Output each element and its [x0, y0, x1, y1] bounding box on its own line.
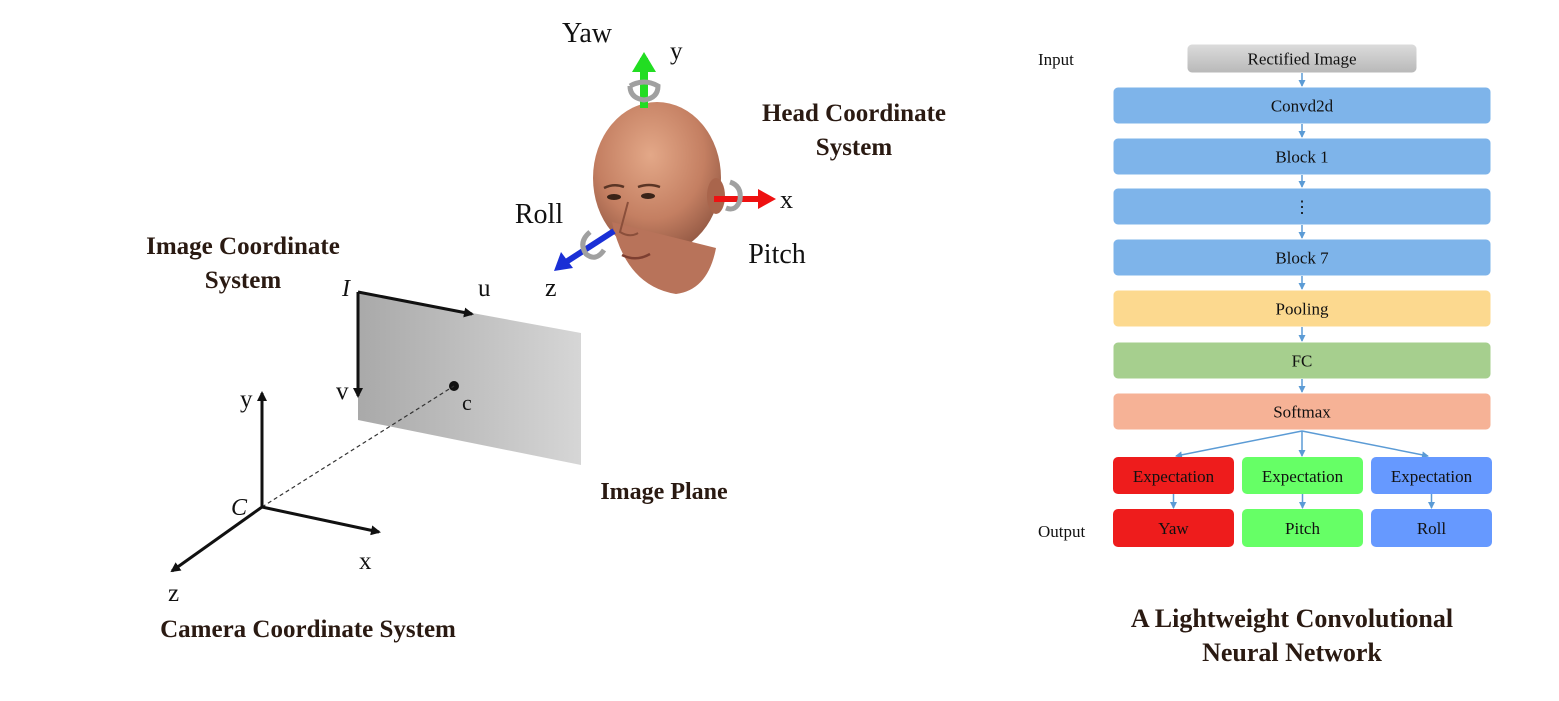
network-block-label: Softmax	[1273, 403, 1331, 422]
image-u-label: u	[478, 275, 491, 302]
network-block-3: ⋮	[1112, 187, 1492, 239]
camera-z-axis	[170, 505, 263, 573]
image-plane	[358, 292, 581, 465]
network-title-line-2: Neural Network	[1202, 638, 1382, 667]
network-block-6: FC	[1112, 341, 1492, 393]
image-plane-label: Image Plane	[600, 479, 728, 505]
yaw-rotation-icon	[627, 79, 661, 103]
network-block-label: Pooling	[1276, 300, 1329, 319]
network-title-line-1: A Lightweight Convolutional	[1131, 604, 1453, 633]
network-block-7: Softmax	[1112, 392, 1492, 431]
image-coordinate-system-label-2: System	[205, 267, 282, 294]
network-block-label: Block 7	[1275, 249, 1329, 268]
output-label-2: Roll	[1417, 519, 1447, 538]
expectation-block-2: Expectation	[1371, 457, 1492, 509]
camera-x-label: x	[359, 548, 372, 575]
output-label: Output	[1038, 522, 1086, 541]
network-block-5: Pooling	[1112, 289, 1492, 342]
output-box	[1371, 509, 1492, 547]
pitch-label: Pitch	[748, 239, 806, 270]
network-block-label: ⋮	[1294, 198, 1311, 217]
expectation-box	[1371, 457, 1492, 494]
yaw-label: Yaw	[562, 18, 613, 49]
head-y-label: y	[670, 38, 683, 65]
roll-label: Roll	[515, 199, 563, 230]
input-label: Input	[1038, 50, 1074, 69]
image-u-axis	[357, 290, 474, 318]
expectation-label: Expectation	[1391, 467, 1473, 486]
projection-ray	[261, 385, 455, 508]
head-eye-right	[641, 193, 655, 199]
image-v-label: v	[336, 378, 349, 405]
image-origin-label: I	[341, 276, 351, 302]
head-eye-left	[607, 194, 621, 200]
head-eyebrows	[603, 183, 661, 190]
softmax-to-expectation-1	[1175, 430, 1303, 459]
principal-point-label: c	[462, 390, 472, 415]
camera-origin-label: C	[231, 495, 248, 521]
network-block-1: Convd2d	[1112, 86, 1492, 138]
network-block-box	[1112, 392, 1492, 431]
head-jaw	[612, 222, 716, 294]
head-y-arrowhead	[632, 52, 656, 72]
output-block-1: Pitch	[1242, 509, 1363, 547]
softmax-to-expectation-3	[1301, 430, 1429, 459]
pitch-rotation-icon	[725, 179, 743, 212]
network-block-label: Convd2d	[1271, 97, 1334, 116]
head-coordinate-system-label-2: System	[816, 134, 893, 161]
expectation-box	[1113, 457, 1234, 494]
head-coordinate-system-label-1: Head Coordinate	[762, 100, 946, 127]
head-z-label: z	[545, 273, 557, 302]
network-block-label: Block 1	[1275, 148, 1328, 167]
output-box	[1113, 509, 1234, 547]
head-mouth	[621, 252, 651, 260]
roll-rotation-icon	[580, 230, 607, 260]
output-block-0: Yaw	[1113, 509, 1234, 547]
expectation-block-1: Expectation	[1242, 457, 1363, 509]
network-block-0: Rectified Image	[1186, 43, 1418, 87]
camera-y-label: y	[240, 386, 253, 413]
head-nose	[618, 201, 639, 237]
head-illustration	[593, 102, 725, 294]
output-label-1: Pitch	[1285, 519, 1320, 538]
expectation-block-0: Expectation	[1113, 457, 1234, 509]
network-block-4: Block 7	[1112, 238, 1492, 290]
image-coordinate-system-label-1: Image Coordinate	[146, 233, 340, 260]
expectation-label: Expectation	[1133, 467, 1215, 486]
head-z-arrowhead	[554, 252, 573, 271]
output-block-2: Roll	[1371, 509, 1492, 547]
network-block-label: Rectified Image	[1247, 50, 1356, 69]
camera-coordinate-system-label: Camera Coordinate System	[160, 616, 456, 643]
network-block-label: FC	[1292, 352, 1313, 371]
camera-z-label: z	[168, 580, 179, 607]
camera-x-axis	[261, 505, 381, 536]
expectation-box	[1242, 457, 1363, 494]
output-box	[1242, 509, 1363, 547]
head-z-axis	[564, 228, 616, 265]
head-x-arrowhead	[758, 189, 776, 209]
network-block-2: Block 1	[1112, 137, 1492, 188]
expectation-label: Expectation	[1262, 467, 1344, 486]
output-label-0: Yaw	[1158, 519, 1189, 538]
head-x-label: x	[780, 185, 793, 214]
